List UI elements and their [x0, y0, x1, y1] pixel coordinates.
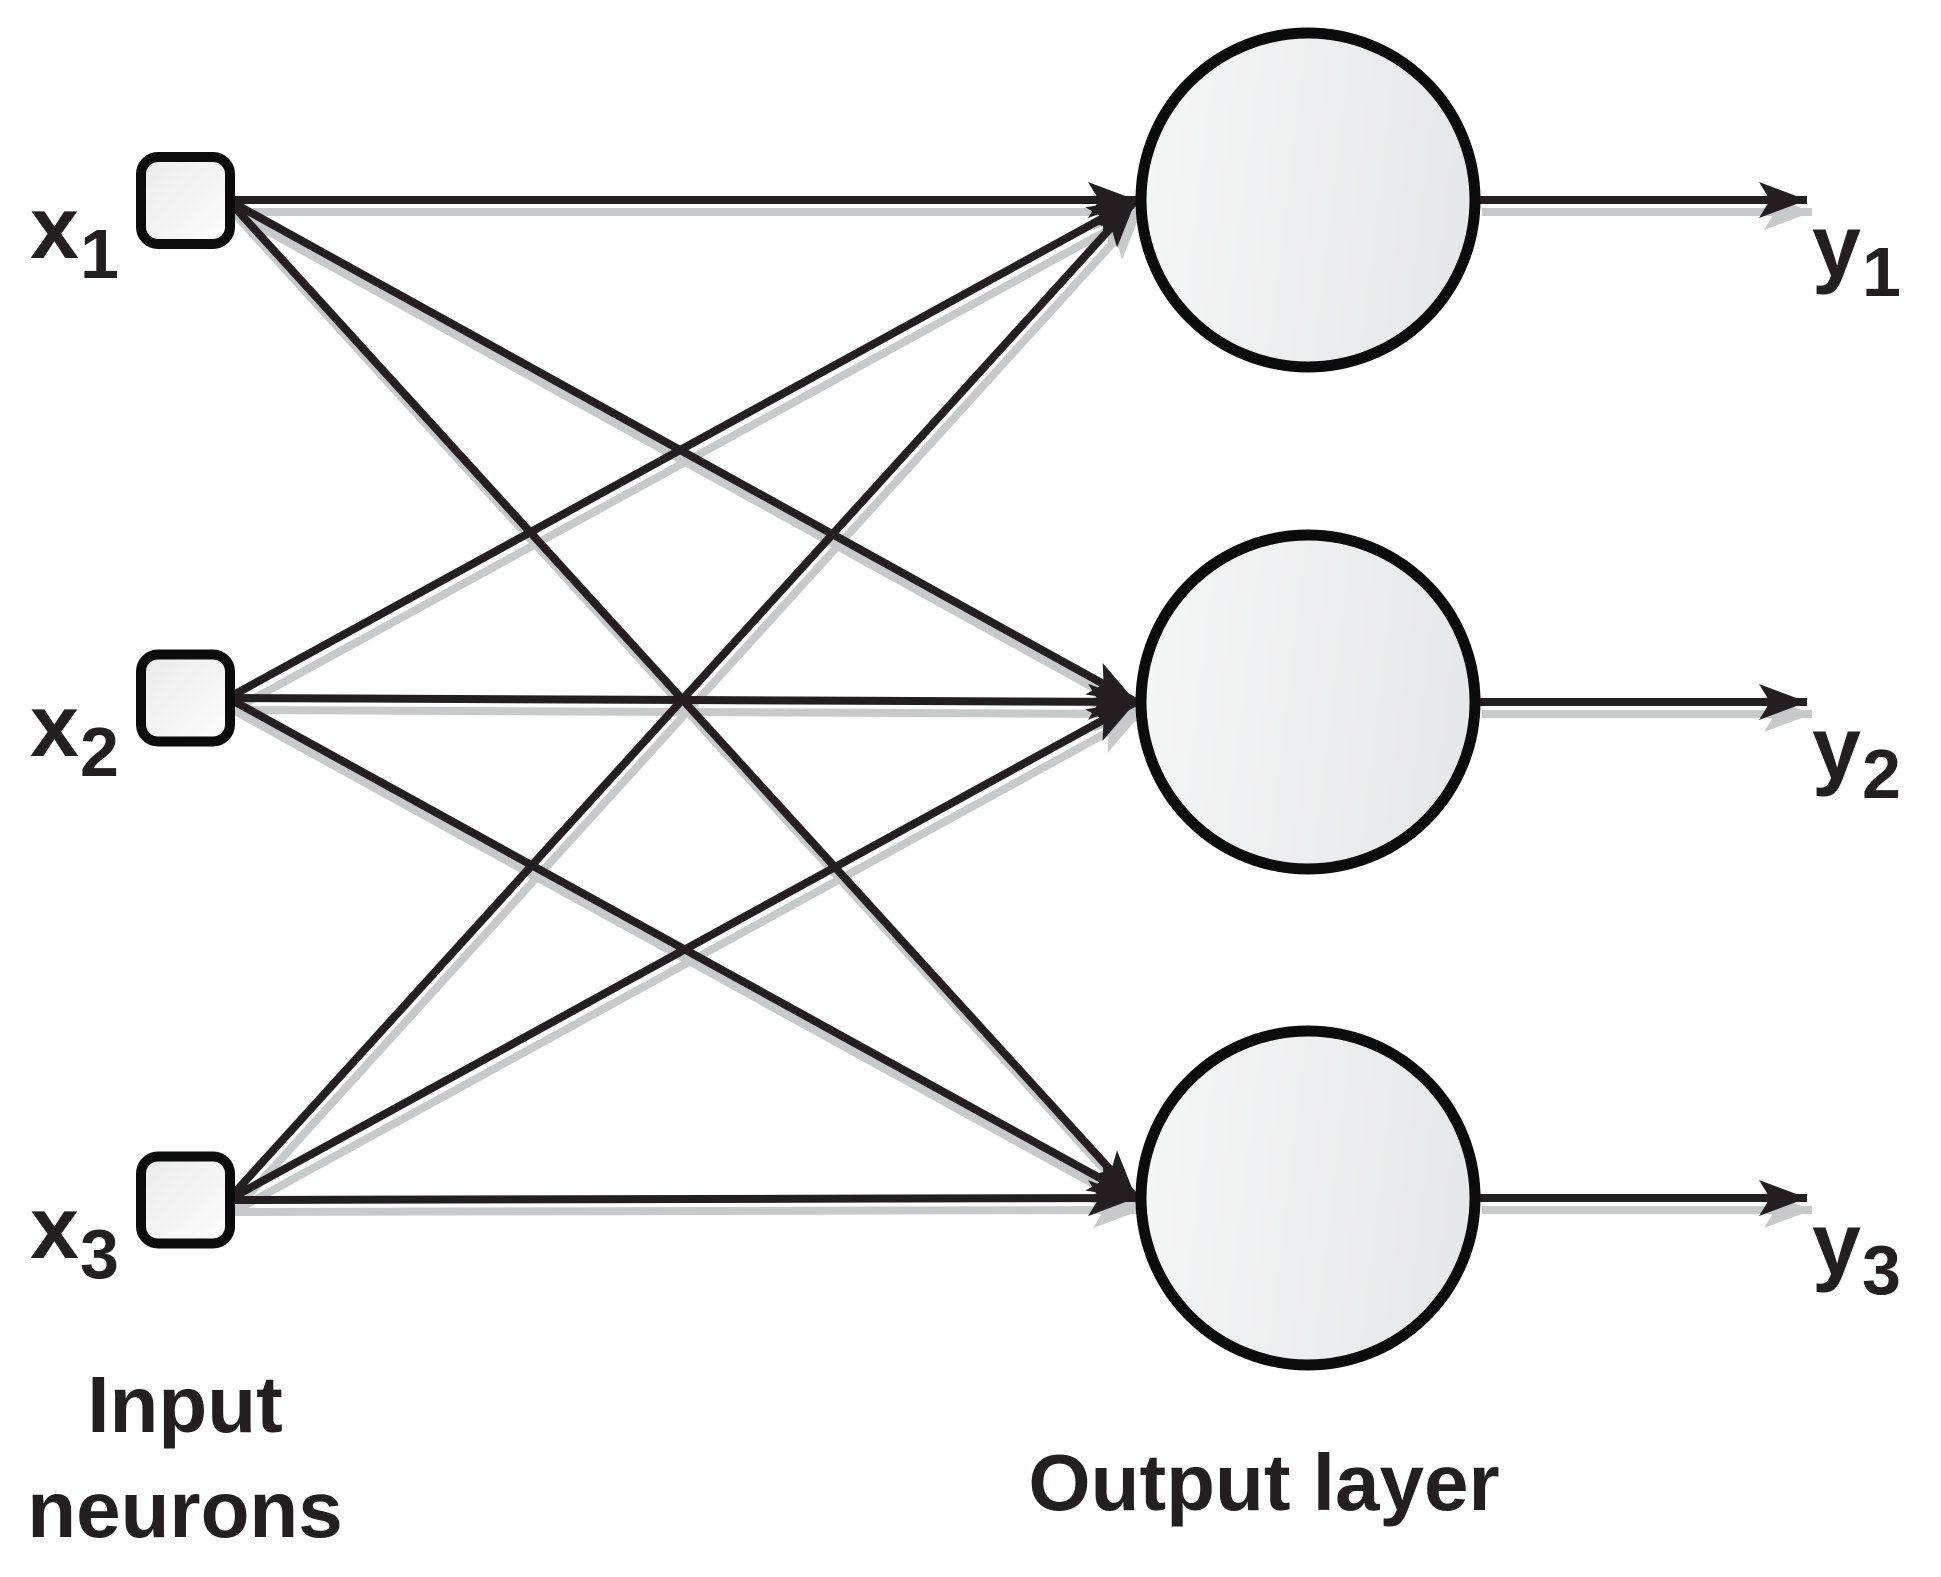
connection-shadow-x3-o2 — [231, 710, 1143, 1216]
connection-shadow-x3-o3 — [232, 1192, 1142, 1229]
output-arrows — [1477, 182, 1807, 1216]
input-label-1-base: x — [30, 178, 80, 277]
output-caption: Output layer — [964, 1430, 1564, 1535]
connection-x3-o1 — [225, 197, 1139, 1203]
input-label-1-sub: 1 — [79, 215, 120, 293]
output-label-3-sub: 3 — [1861, 1231, 1902, 1309]
output-neurons — [1135, 27, 1481, 1371]
input-caption-line2: neurons — [27, 1465, 343, 1554]
output-label-1-base: y — [1812, 196, 1862, 295]
input-neuron-3 — [136, 1151, 235, 1249]
input-label-3-base: x — [30, 1178, 80, 1277]
output-label-3: y3 — [1812, 1200, 1902, 1310]
input-caption-line1: Input — [87, 1360, 283, 1449]
output-label-2: y2 — [1812, 704, 1902, 814]
output-neuron-1 — [1135, 27, 1481, 373]
output-label-1-sub: 1 — [1861, 233, 1902, 311]
input-neuron-2 — [136, 649, 235, 747]
input-label-2-sub: 2 — [79, 713, 120, 791]
input-label-2: x2 — [30, 682, 120, 792]
connection-x3-o3 — [227, 1180, 1137, 1217]
input-neurons — [136, 152, 235, 1249]
input-label-3-sub: 3 — [79, 1215, 120, 1293]
connection-shadow-x2-o1 — [231, 208, 1143, 714]
input-caption: Input neurons — [0, 1352, 370, 1562]
output-label-3-base: y — [1812, 1194, 1862, 1293]
output-neuron-2 — [1135, 529, 1481, 875]
output-arrow-shadows — [1482, 194, 1812, 1228]
input-label-2-base: x — [30, 676, 80, 775]
output-label-1: y1 — [1812, 202, 1902, 312]
output-label-2-sub: 2 — [1861, 735, 1902, 813]
connection-x3-o2 — [226, 698, 1138, 1204]
connection-x2-o1 — [226, 196, 1138, 702]
output-neuron-3 — [1135, 1025, 1481, 1371]
input-label-1: x1 — [30, 184, 120, 294]
output-caption-text: Output layer — [1028, 1438, 1500, 1527]
output-label-2-base: y — [1812, 698, 1862, 797]
input-neuron-1 — [136, 152, 235, 249]
connection-shadows — [230, 194, 1144, 1229]
connections — [225, 182, 1139, 1217]
input-label-3: x3 — [30, 1184, 120, 1294]
connection-shadow-x3-o1 — [230, 209, 1144, 1215]
